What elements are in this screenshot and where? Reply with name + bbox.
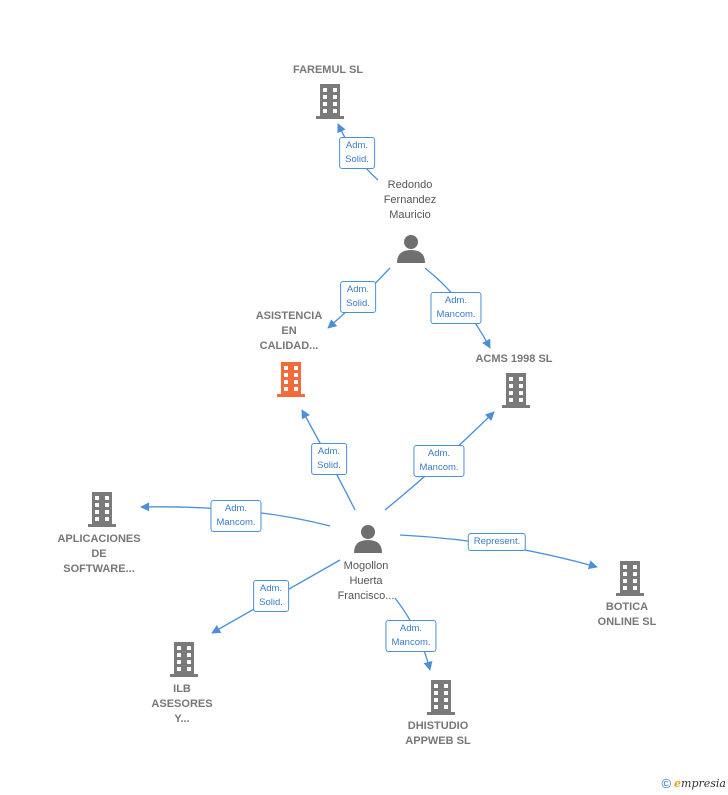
brand-logo: empresia [674,777,726,790]
company-label-dhistudio[interactable]: DHISTUDIO APPWEB SL [405,720,471,747]
edge-label-redondo-faremul[interactable]: Adm. Solid. [339,137,375,169]
person-label-mogollon[interactable]: Mogollon Huerta Francisco... [337,560,395,602]
company-label-faremul[interactable]: FAREMUL SL [292,64,364,76]
company-label-ilb[interactable]: ILB ASESORES Y... [151,683,213,725]
edge-label-mogollon-dhistudio[interactable]: Adm. Mancom. [385,620,437,652]
person-icon[interactable] [396,233,426,263]
edge-label-redondo-asistencia[interactable]: Adm. Solid. [340,281,376,313]
company-label-botica[interactable]: BOTICA ONLINE SL [597,601,657,628]
footer-brand[interactable]: © empresia [661,776,726,791]
person-label-redondo[interactable]: Redondo Fernandez Mauricio [383,179,437,221]
edge-label-mogollon-botica[interactable]: Represent. [467,533,527,551]
edge-label-redondo-acms[interactable]: Adm. Mancom. [430,292,482,324]
building-icon[interactable] [500,373,532,408]
building-icon-highlight[interactable] [275,362,307,397]
company-label-asistencia[interactable]: ASISTENCIA EN CALIDAD... [255,310,323,352]
building-icon[interactable] [86,492,118,527]
building-icon[interactable] [314,84,346,119]
building-icon[interactable] [425,680,457,715]
person-icon[interactable] [353,523,383,553]
edge-label-mogollon-ilb[interactable]: Adm. Solid. [253,580,289,612]
company-label-aplicaciones[interactable]: APLICACIONES DE SOFTWARE... [57,533,141,575]
building-icon[interactable] [168,642,200,677]
company-label-acms[interactable]: ACMS 1998 SL [475,353,553,365]
building-icon[interactable] [614,561,646,596]
edge-label-mogollon-asistencia[interactable]: Adm. Solid. [311,443,347,475]
edge-label-mogollon-aplicaciones[interactable]: Adm. Mancom. [210,500,262,532]
edge-label-mogollon-acms[interactable]: Adm. Mancom. [413,445,465,477]
copyright-icon: © [661,776,672,791]
